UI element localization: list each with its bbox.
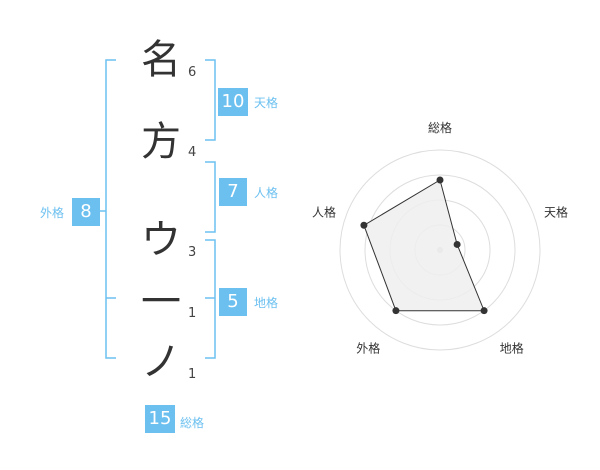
radar-ring (364, 174, 516, 326)
radar-point (453, 240, 461, 248)
radar-axis-label: 外格 (356, 341, 380, 356)
radar-polygon (363, 179, 485, 312)
name-char-4: 一 (141, 279, 181, 325)
soukaku-value: 15 (145, 405, 175, 433)
name-char-3: ウ (141, 217, 181, 263)
stroke-count-3: 3 (188, 245, 197, 260)
name-char-2: 方 (141, 119, 181, 165)
radar-axis-label: 総格 (428, 120, 452, 135)
radar-point (392, 307, 400, 315)
chikaku-label: 地格 (254, 296, 279, 310)
stroke-count-2: 4 (188, 145, 197, 160)
jinkaku-value: 7 (219, 178, 247, 206)
name-char-1: 名 (141, 37, 181, 83)
radar-ring (339, 149, 541, 351)
name-char-5: ノ (141, 339, 181, 385)
tenkaku-bracket (205, 59, 216, 141)
chikaku-value: 5 (219, 288, 247, 316)
stroke-count-5: 1 (188, 367, 197, 382)
chikaku-bracket (205, 239, 216, 359)
tenkaku-value: 10 (218, 88, 248, 116)
radar-point (436, 176, 444, 184)
soukaku-label: 総格 (180, 416, 205, 430)
stroke-count-4: 1 (188, 306, 197, 321)
radar-axis-label: 天格 (544, 204, 568, 219)
radar-axis-label: 地格 (500, 341, 524, 356)
tenkaku-label: 天格 (254, 96, 279, 110)
radar-axis-label: 人格 (312, 204, 336, 219)
gaikaku-label: 外格 (40, 206, 65, 220)
radar-point (480, 307, 488, 315)
radar-point (360, 221, 368, 229)
jinkaku-bracket (205, 161, 216, 233)
jinkaku-label: 人格 (254, 186, 279, 200)
stroke-count-1: 6 (188, 65, 197, 80)
gaikaku-value: 8 (72, 198, 100, 226)
gaikaku-bracket (105, 59, 116, 359)
